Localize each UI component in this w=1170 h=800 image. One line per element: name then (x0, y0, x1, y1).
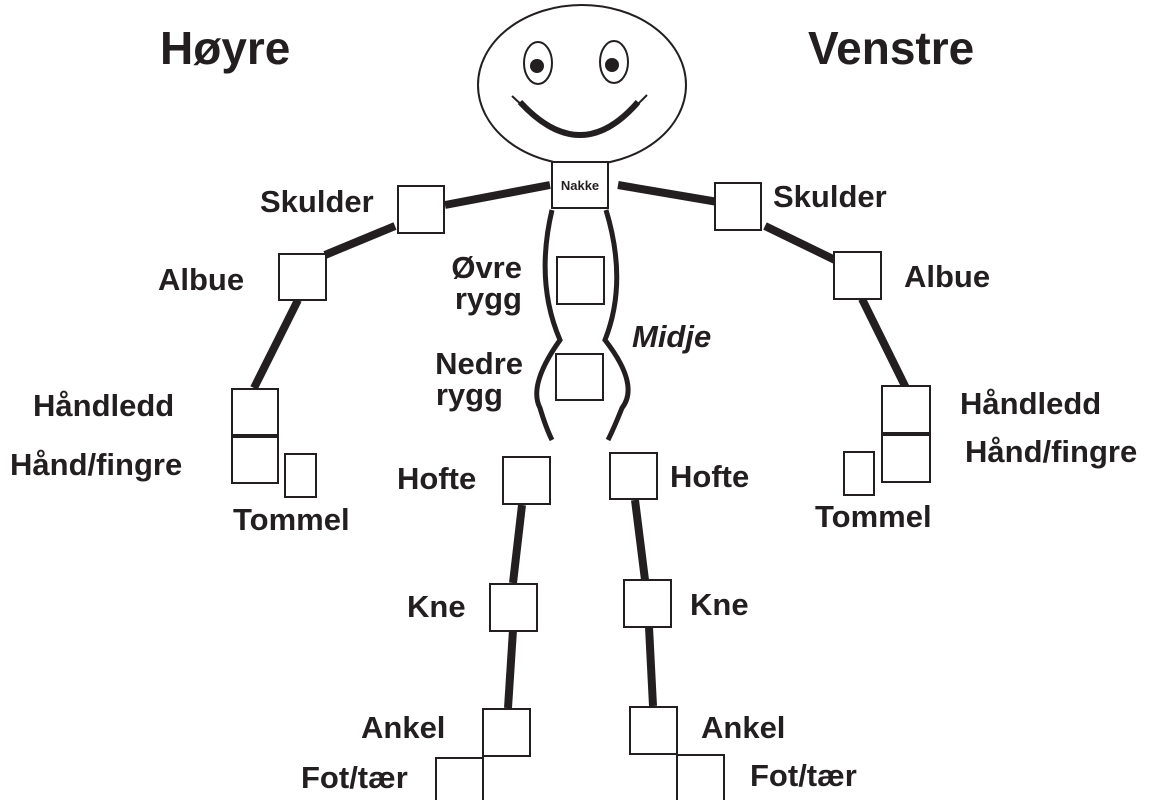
right-hand-label: Hånd/fingre (10, 447, 182, 482)
labels: Høyre Venstre Nakke Skulder Skulder Albu… (10, 22, 1137, 795)
torso (534, 209, 631, 442)
right-foot-checkbox[interactable] (435, 757, 484, 800)
lower-back-label-line1: Nedre (435, 346, 523, 381)
torso-outline-right (534, 209, 563, 442)
left-upper-arm (763, 222, 837, 264)
lower-back-checkbox[interactable] (555, 353, 604, 401)
right-pupil (605, 58, 619, 72)
left-hand-label: Hånd/fingre (965, 434, 1137, 469)
right-elbow-label: Albue (158, 262, 244, 297)
left-ankle-label: Ankel (701, 710, 785, 745)
left-knee-checkbox[interactable] (623, 579, 672, 628)
left-hip-checkbox[interactable] (609, 452, 658, 500)
left-collar-line (617, 181, 719, 206)
right-knee-checkbox[interactable] (489, 583, 538, 632)
right-thigh (509, 504, 526, 584)
upper-back-label-line1: Øvre (451, 250, 522, 285)
limbs (250, 181, 910, 709)
left-thumb-label: Tommel (815, 499, 932, 534)
left-pupil (530, 59, 544, 73)
right-hip-label: Hofte (397, 461, 476, 496)
right-ankle-label: Ankel (361, 710, 445, 745)
right-elbow-checkbox[interactable] (278, 253, 327, 301)
right-foot-label: Fot/tær (301, 760, 408, 795)
neck-label: Nakke (561, 178, 599, 193)
left-foot-checkbox[interactable] (676, 754, 725, 800)
right-hand-checkbox[interactable] (231, 436, 279, 484)
side-left-heading: Venstre (808, 22, 974, 74)
left-hand-checkbox[interactable] (881, 434, 931, 483)
head (477, 4, 687, 166)
right-thumb-checkbox[interactable] (284, 453, 317, 498)
left-knee-label: Kne (690, 587, 749, 622)
checkboxes (231, 161, 931, 800)
left-thumb-checkbox[interactable] (843, 451, 875, 496)
left-ankle-checkbox[interactable] (629, 706, 678, 755)
right-ankle-checkbox[interactable] (482, 708, 531, 757)
right-shoulder-checkbox[interactable] (397, 185, 445, 234)
waist-label: Midje (632, 319, 711, 354)
right-forearm (250, 298, 302, 390)
torso-outline-left (602, 209, 631, 442)
left-shin (645, 626, 657, 707)
side-right-heading: Høyre (160, 22, 290, 74)
left-hip-label: Hofte (670, 459, 749, 494)
right-thumb-label: Tommel (233, 502, 350, 537)
right-hip-checkbox[interactable] (502, 456, 551, 505)
head-outline (477, 4, 687, 166)
left-shoulder-label: Skulder (773, 179, 887, 214)
upper-back-checkbox[interactable] (556, 256, 605, 305)
smile (517, 99, 641, 138)
neck-checkbox[interactable] (551, 161, 609, 209)
lower-back-label-line2: rygg (436, 377, 503, 412)
left-wrist-label: Håndledd (960, 386, 1101, 421)
left-elbow-label: Albue (904, 259, 990, 294)
smile-cheek-right (633, 94, 648, 109)
right-wrist-label: Håndledd (33, 388, 174, 423)
right-shin (504, 629, 517, 709)
left-shoulder-checkbox[interactable] (714, 182, 762, 231)
left-wrist-checkbox[interactable] (881, 385, 931, 434)
right-knee-label: Kne (407, 589, 466, 624)
right-wrist-checkbox[interactable] (231, 388, 279, 436)
left-forearm (858, 297, 910, 390)
right-shoulder-label: Skulder (260, 184, 374, 219)
right-upper-arm (323, 222, 397, 259)
left-foot-label: Fot/tær (750, 758, 857, 793)
left-elbow-checkbox[interactable] (833, 251, 882, 300)
smile-cheek-left (511, 95, 526, 109)
upper-back-label-line2: rygg (455, 281, 522, 316)
right-collar-line (444, 181, 551, 209)
left-thigh (631, 499, 649, 581)
